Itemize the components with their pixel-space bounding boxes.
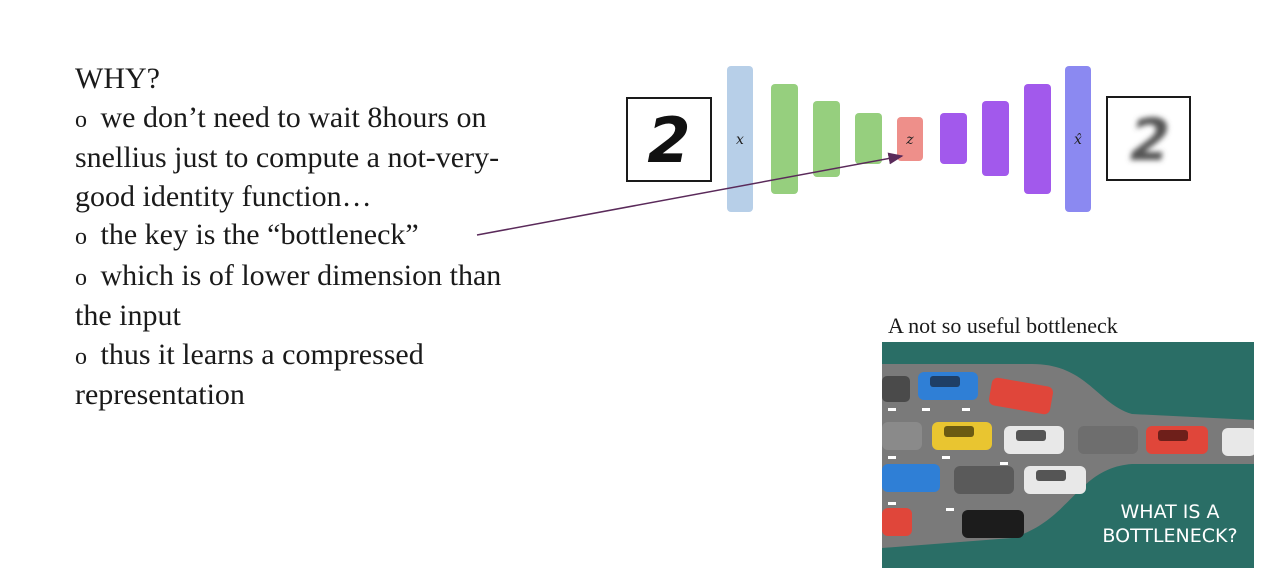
image-caption: A not so useful bottleneck — [888, 313, 1118, 338]
bullet-text-2: the key is the “bottleneck” — [100, 218, 419, 251]
bullet-marker: o — [75, 264, 87, 291]
decoder-layer-1 — [940, 113, 967, 164]
latent-label: z — [905, 132, 914, 148]
car — [1222, 428, 1254, 456]
sign-text-line-2: BOTTLENECK? — [1102, 525, 1237, 547]
bullet-line-3: o which is of lower dimension than — [75, 257, 595, 298]
traffic-bottleneck-image: WHAT IS A BOTTLENECK? — [882, 342, 1254, 568]
output-digit: 2 — [1130, 106, 1170, 174]
output-image-frame — [1106, 96, 1191, 181]
car — [932, 422, 992, 450]
bullet-marker: o — [75, 224, 87, 250]
bullet-marker: o — [75, 343, 87, 370]
bullet-text-3: which is of lower dimension than — [100, 258, 502, 292]
bullet-text-4: thus it learns a compressed — [100, 337, 424, 371]
car — [918, 372, 978, 400]
encoder-layer-2 — [813, 101, 840, 177]
bullet-marker: o — [75, 106, 87, 133]
car — [1146, 426, 1208, 454]
bullet-continuation-3a: the input — [75, 299, 181, 332]
input-image-frame — [626, 97, 712, 182]
lane-markings — [888, 408, 1008, 511]
car — [1024, 466, 1086, 494]
encoder-layer-1 — [771, 84, 798, 194]
input-layer-label: x — [736, 132, 744, 148]
slide-heading: WHY? — [75, 62, 160, 95]
bullet-continuation-1b: good identity function… — [75, 179, 372, 213]
sign-text-line-1: WHAT IS A — [1121, 501, 1220, 523]
encoder-layer-3 — [855, 113, 882, 164]
car — [882, 422, 922, 450]
output-layer — [1065, 66, 1091, 212]
slide-text: WHY? o we don’t need to wait 8hours on s… — [75, 60, 595, 415]
autoencoder-diagram: 2 x z x̂ 2 — [476, 66, 1191, 236]
car — [882, 508, 912, 536]
output-layer-label: x̂ — [1074, 132, 1082, 148]
bullet-continuation-4a: representation — [75, 378, 245, 411]
decoder-layer-3 — [1024, 84, 1051, 194]
bullet-line-4: o thus it learns a compressed — [75, 336, 595, 377]
car — [1078, 426, 1138, 454]
car — [954, 466, 1014, 494]
input-digit: 2 — [647, 104, 690, 177]
car — [882, 464, 940, 492]
input-layer — [727, 66, 753, 212]
bullet-text-1: we don’t need to wait 8hours on — [100, 100, 487, 134]
latent-layer — [897, 117, 923, 161]
decoder-layer-2 — [982, 101, 1009, 176]
bullet-line-1: o we don’t need to wait 8hours on — [75, 99, 595, 140]
bullet-continuation-1a: snellius just to compute a not-very- — [75, 141, 500, 174]
car — [962, 510, 1024, 538]
bullet-line-2: o the key is the “bottleneck” — [75, 216, 595, 257]
car — [882, 376, 910, 402]
bottleneck-arrow — [476, 152, 904, 236]
car — [1004, 426, 1064, 454]
road — [882, 364, 1254, 548]
car — [988, 377, 1054, 415]
